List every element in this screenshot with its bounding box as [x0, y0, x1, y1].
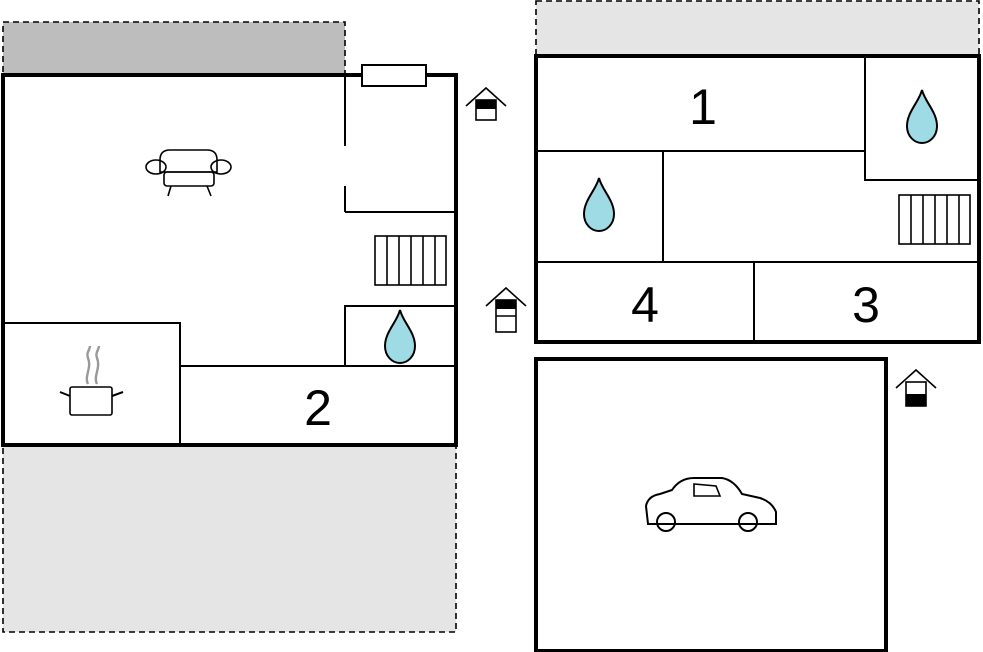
water-drop-icon: [383, 309, 417, 365]
window: [361, 64, 427, 87]
garage: [534, 357, 888, 652]
room-2-number: 2: [304, 380, 332, 436]
car-icon: [644, 477, 777, 532]
main-house: [1, 64, 458, 447]
room-3-number: 3: [852, 277, 880, 333]
terrace-top-left: [2, 21, 346, 76]
terrace-top-right: [535, 0, 980, 56]
water-drop-icon: [582, 177, 616, 233]
sofa-icon: [145, 149, 232, 197]
room-4-number: 4: [631, 277, 659, 333]
annex-house: [534, 54, 981, 344]
entrance-icon: [485, 286, 527, 333]
terrace-bottom-left: [2, 445, 457, 633]
radiator-icon: [374, 235, 447, 286]
entrance-icon: [895, 368, 937, 407]
water-drop-icon: [905, 89, 939, 145]
radiator-icon: [898, 194, 971, 245]
entrance-icon: [465, 86, 507, 121]
room-1-number: 1: [689, 79, 717, 135]
cooking-pot-icon: [59, 345, 124, 416]
